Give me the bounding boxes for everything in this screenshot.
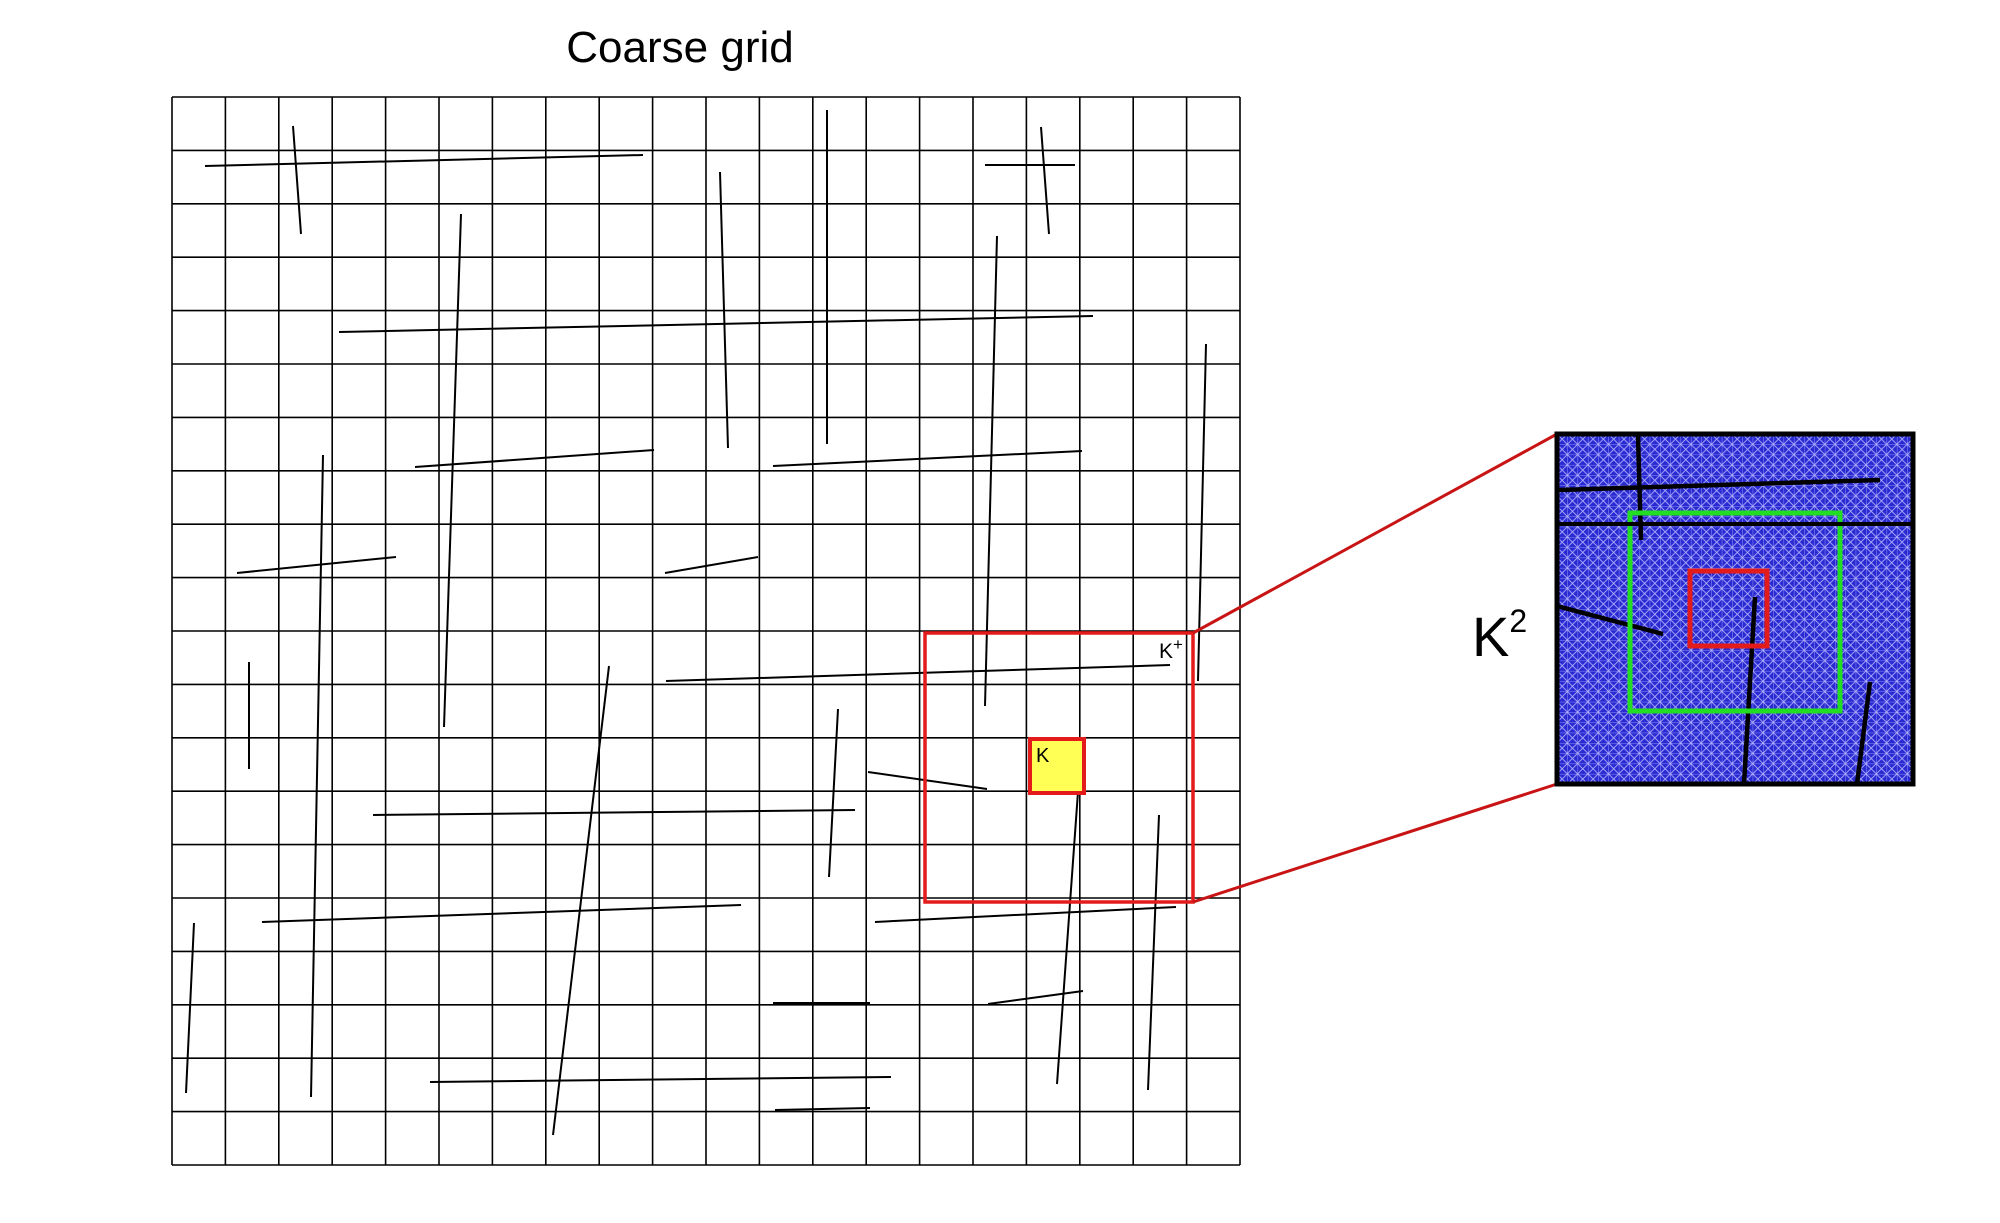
fracture-line bbox=[774, 1107, 871, 1111]
fracture-line bbox=[429, 1076, 892, 1083]
k2-label: K2 bbox=[1472, 603, 1527, 668]
fracture-line bbox=[984, 235, 998, 707]
figure-title: Coarse grid bbox=[566, 23, 793, 72]
fracture-line bbox=[1040, 126, 1050, 235]
fracture-line bbox=[338, 315, 1094, 333]
fracture-line bbox=[372, 809, 856, 816]
fracture-line bbox=[664, 556, 759, 574]
k-plus-label: K+ bbox=[1159, 635, 1183, 663]
fine-fracture-line bbox=[1558, 477, 1881, 493]
fracture-line bbox=[772, 450, 1083, 467]
fracture-line bbox=[414, 449, 655, 468]
cell-k-label: K bbox=[1036, 745, 1050, 767]
fracture-line bbox=[204, 154, 644, 167]
fracture-line bbox=[443, 213, 462, 728]
zoom-line-top bbox=[1192, 432, 1558, 635]
zoomed-cell-k bbox=[1687, 568, 1770, 649]
k-plus-base: K bbox=[1159, 640, 1173, 663]
zoomed-fine-mesh bbox=[1554, 431, 1916, 787]
fracture-lines bbox=[185, 110, 1207, 1136]
inner-oversampling-region bbox=[1627, 510, 1843, 714]
fracture-line bbox=[261, 904, 742, 923]
zoom-line-bottom bbox=[1192, 782, 1558, 904]
k2-base: K bbox=[1472, 605, 1509, 668]
fracture-line bbox=[310, 454, 324, 1098]
fracture-line bbox=[236, 556, 397, 574]
k-plus-sup: + bbox=[1173, 635, 1183, 654]
fracture-line bbox=[874, 906, 1177, 923]
fine-fracture-line bbox=[1854, 681, 1873, 784]
fracture-line bbox=[1197, 343, 1207, 682]
fracture-line bbox=[987, 990, 1084, 1005]
fracture-line bbox=[185, 922, 195, 1094]
fracture-line bbox=[292, 125, 302, 235]
fine-fracture-line bbox=[1557, 603, 1664, 637]
fracture-line bbox=[719, 171, 729, 449]
fracture-line bbox=[867, 771, 988, 790]
k2-sup: 2 bbox=[1509, 603, 1527, 639]
coarse-grid bbox=[171, 96, 1241, 1166]
neighborhood-k-plus bbox=[923, 631, 1195, 904]
fine-fracture-line bbox=[1741, 596, 1758, 784]
fracture-line bbox=[1147, 814, 1160, 1091]
fracture-line bbox=[552, 665, 610, 1136]
selected-cell-k bbox=[1028, 737, 1086, 795]
fracture-line bbox=[828, 708, 839, 878]
fracture-line bbox=[1056, 763, 1081, 1085]
fracture-line bbox=[665, 664, 1171, 682]
